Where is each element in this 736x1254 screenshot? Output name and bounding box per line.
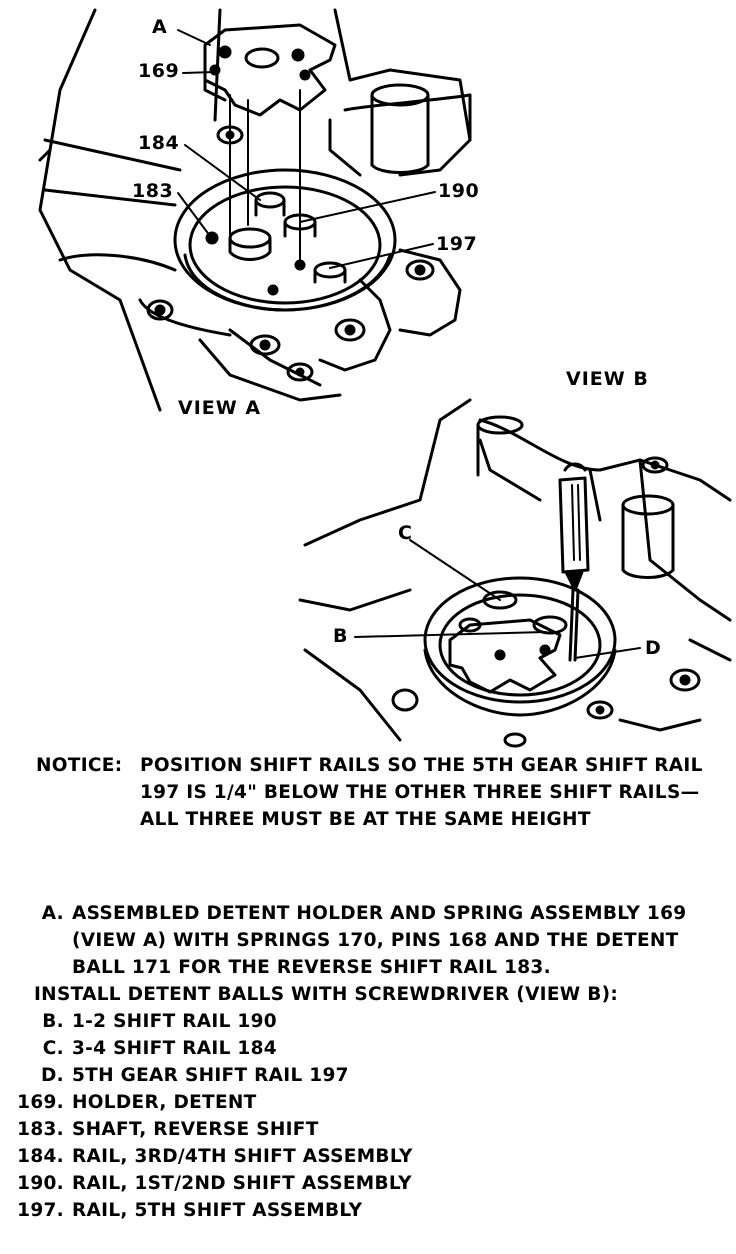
legend-text: 3-4 SHIFT RAIL 184 <box>72 1038 277 1059</box>
legend-key: C. <box>42 1038 64 1059</box>
legend-key: D. <box>41 1065 64 1086</box>
legend-item-190: 190. RAIL, 1ST/2ND SHIFT ASSEMBLY <box>6 1170 732 1197</box>
notice-text: POSITION SHIFT RAILS SO THE 5TH GEAR SHI… <box>140 755 703 830</box>
legend-item-169: 169. HOLDER, DETENT <box>6 1089 732 1116</box>
legend-item-184: 184. RAIL, 3RD/4TH SHIFT ASSEMBLY <box>6 1143 732 1170</box>
legend-text: 1-2 SHIFT RAIL 190 <box>72 1011 277 1032</box>
legend-key: A. <box>41 903 64 924</box>
legend-key: B. <box>42 1011 64 1032</box>
view-b-drawing <box>298 398 732 748</box>
callout-190: 190 <box>438 180 480 202</box>
view-a-label: VIEW A <box>178 397 262 419</box>
callout-169: 169 <box>138 60 180 82</box>
legend-text: RAIL, 5TH SHIFT ASSEMBLY <box>72 1200 363 1221</box>
callout-b: B <box>333 625 348 647</box>
legend-text: SHAFT, REVERSE SHIFT <box>72 1119 319 1140</box>
legend-key: 184. <box>17 1146 64 1167</box>
legend-install-heading: INSTALL DETENT BALLS WITH SCREWDRIVER (V… <box>34 984 619 1005</box>
notice-block: NOTICE: POSITION SHIFT RAILS SO THE 5TH … <box>36 752 726 833</box>
legend-key: 183. <box>17 1119 64 1140</box>
legend: A. ASSEMBLED DETENT HOLDER AND SPRING AS… <box>6 900 732 1224</box>
legend-key: 190. <box>17 1173 64 1194</box>
callout-d: D <box>645 637 662 659</box>
legend-item-b: B. 1-2 SHIFT RAIL 190 <box>6 1008 732 1035</box>
legend-item-183: 183. SHAFT, REVERSE SHIFT <box>6 1116 732 1143</box>
legend-text: ASSEMBLED DETENT HOLDER AND SPRING ASSEM… <box>72 903 687 978</box>
legend-text: 5TH GEAR SHIFT RAIL 197 <box>72 1065 349 1086</box>
callout-197: 197 <box>436 233 478 255</box>
legend-key: 169. <box>17 1092 64 1113</box>
callout-184: 184 <box>138 132 180 154</box>
callout-c: C <box>398 522 413 544</box>
legend-item-d: D. 5TH GEAR SHIFT RAIL 197 <box>6 1062 732 1089</box>
legend-key: 197. <box>17 1200 64 1221</box>
view-b-label: VIEW B <box>566 368 649 390</box>
notice-heading: NOTICE: <box>36 755 123 776</box>
legend-text: HOLDER, DETENT <box>72 1092 257 1113</box>
callout-a: A <box>152 16 168 38</box>
exploded-view-illustration <box>38 8 732 748</box>
legend-text: RAIL, 1ST/2ND SHIFT ASSEMBLY <box>72 1173 412 1194</box>
legend-item-197: 197. RAIL, 5TH SHIFT ASSEMBLY <box>6 1197 732 1224</box>
view-a-drawing <box>38 8 472 412</box>
legend-item-a: A. ASSEMBLED DETENT HOLDER AND SPRING AS… <box>6 900 732 981</box>
legend-text: RAIL, 3RD/4TH SHIFT ASSEMBLY <box>72 1146 413 1167</box>
legend-item-c: C. 3-4 SHIFT RAIL 184 <box>6 1035 732 1062</box>
callout-183: 183 <box>132 180 174 202</box>
